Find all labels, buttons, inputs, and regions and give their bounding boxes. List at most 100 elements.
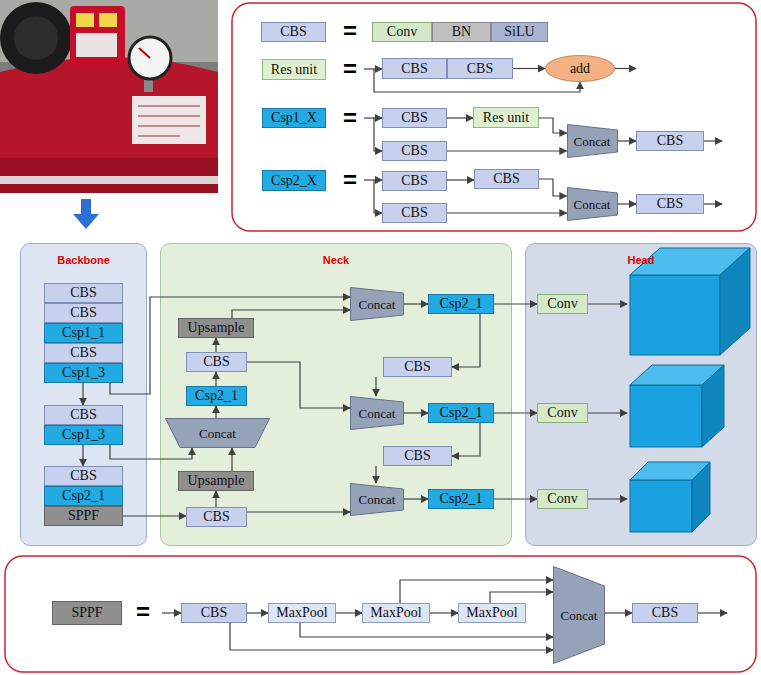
output-wire xyxy=(588,412,627,413)
equals-sign: = xyxy=(335,166,365,194)
block-label: Upsample xyxy=(188,474,245,488)
block-label: Csp1_X xyxy=(271,111,317,125)
block-label: Conv xyxy=(547,297,577,311)
data-flow-arrow xyxy=(404,303,428,304)
maxpool-block: MaxPool xyxy=(362,603,430,623)
cbs-block: CBS xyxy=(383,446,452,466)
data-flow-arrow xyxy=(452,314,480,367)
equals-sign: = xyxy=(335,55,365,83)
block-label: CBS xyxy=(401,111,427,125)
cbs-block: CBS xyxy=(44,405,123,425)
block-label: CBS xyxy=(70,408,96,422)
block-label: CBS xyxy=(70,286,96,300)
concat-outline xyxy=(567,188,617,221)
block-label: CBS xyxy=(70,346,96,360)
block-label: CBS xyxy=(493,172,519,186)
output-wire xyxy=(615,68,636,69)
conv-block: Conv xyxy=(372,22,432,42)
block-label: CBS xyxy=(203,355,229,369)
res-unit-block: Res unit xyxy=(262,59,326,80)
output-tensor-small xyxy=(630,462,710,532)
block-label: Concat xyxy=(574,198,611,211)
photo-ground xyxy=(0,0,218,193)
data-flow-arrow xyxy=(618,203,637,204)
concat-outline xyxy=(351,288,404,321)
cbs-block: CBS xyxy=(44,343,123,363)
block-label: Concat xyxy=(359,298,396,311)
csp-block: Csp2_1 xyxy=(428,489,494,509)
data-flow-arrow xyxy=(447,117,473,118)
block-label: Conv xyxy=(547,406,577,420)
output-wire xyxy=(588,498,627,499)
data-flow-arrow xyxy=(215,372,216,386)
conv-block: Conv xyxy=(537,403,588,423)
block-label: SPPF xyxy=(68,509,99,523)
block-label: CBS xyxy=(401,62,427,76)
block-label: Csp1_1 xyxy=(62,326,105,340)
data-flow-arrow xyxy=(82,445,83,466)
concat-trapezoid: Concat xyxy=(165,418,270,448)
block-label: Csp2_1 xyxy=(62,489,105,503)
block-label: CBS xyxy=(657,134,683,148)
tank-shadow xyxy=(0,158,218,193)
data-flow-arrow xyxy=(300,623,553,637)
data-flow-arrow xyxy=(375,377,376,396)
cube-side xyxy=(692,462,710,532)
block-label: Concat xyxy=(359,407,396,420)
definition-frame xyxy=(232,3,756,231)
sppf-block: SPPF xyxy=(52,601,122,625)
block-label: MaxPool xyxy=(276,606,327,620)
data-flow-arrow xyxy=(539,179,567,196)
cbs-block: CBS xyxy=(382,203,447,223)
panel-title: Head xyxy=(526,255,756,266)
cbs-block: CBS xyxy=(636,194,704,214)
cbs-block: CBS xyxy=(44,466,123,486)
bn-block: BN xyxy=(432,22,491,42)
warning-sticker xyxy=(99,13,117,27)
data-flow-arrow xyxy=(230,623,553,650)
block-label: Concat xyxy=(359,493,396,506)
block-label: Csp2_1 xyxy=(440,406,483,420)
concat-outline xyxy=(351,484,404,516)
block-label: MaxPool xyxy=(370,606,421,620)
equals-sign: = xyxy=(335,104,365,132)
concat-trapezoid: Concat xyxy=(567,124,618,158)
data-flow-arrow xyxy=(336,612,362,613)
motor-cap xyxy=(14,16,58,60)
warning-sticker xyxy=(76,13,94,27)
block-label: CBS xyxy=(404,360,430,374)
block-label: Upsample xyxy=(188,321,245,335)
block-label: CBS xyxy=(70,306,96,320)
equals-sign: = xyxy=(335,17,365,45)
csp-block: Csp1_3 xyxy=(44,363,123,383)
block-label: CBS xyxy=(401,206,427,220)
upsample-block: Upsample xyxy=(178,318,254,338)
equals-sign: = xyxy=(343,57,357,81)
block-label: CBS xyxy=(201,606,227,620)
concat-trapezoid: Concat xyxy=(567,187,618,221)
plate-line xyxy=(138,105,200,107)
plate-line xyxy=(138,135,180,137)
data-flow-arrow xyxy=(215,491,216,507)
block-label: Conv xyxy=(547,492,577,506)
cbs-block: CBS xyxy=(474,169,539,189)
data-flow-arrow xyxy=(123,515,186,516)
data-flow-arrow xyxy=(494,498,537,499)
csp-block: Csp2_1 xyxy=(44,486,123,506)
branch-wire xyxy=(374,180,382,213)
equals-sign: = xyxy=(128,598,158,626)
output-wire xyxy=(588,303,627,304)
shortcut-wire xyxy=(374,69,580,92)
csp-block: Csp2_X xyxy=(262,170,326,191)
data-flow-arrow xyxy=(247,511,350,512)
definition-frame xyxy=(5,556,756,672)
block-label: Csp2_X xyxy=(271,174,317,188)
maxpool-block: MaxPool xyxy=(268,603,336,623)
control-label xyxy=(76,33,117,57)
block-label: CBS xyxy=(401,144,427,158)
block-label: Csp1_3 xyxy=(62,428,105,442)
block-label: MaxPool xyxy=(466,606,517,620)
block-label: CBS xyxy=(404,449,430,463)
cbs-block: CBS xyxy=(44,303,123,323)
output-tensor-large xyxy=(630,248,750,355)
